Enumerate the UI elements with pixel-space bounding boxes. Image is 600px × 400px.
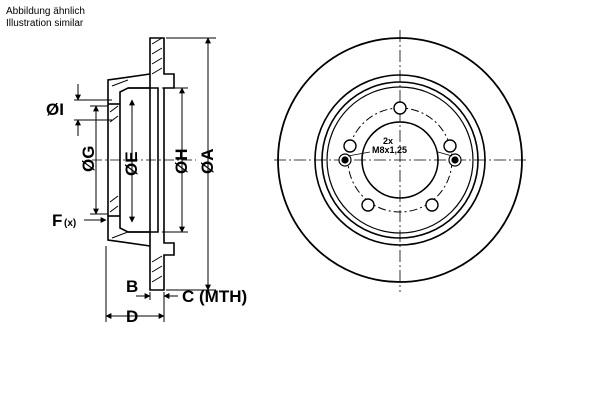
label-dim-D: D [126,307,138,326]
bolt-hole [393,101,407,115]
side-view-section [92,37,196,291]
caption-line-english: Illustration similar [6,18,84,29]
threaded-hole-core [451,156,459,164]
leader-line [437,151,453,157]
bolt-hole [361,198,375,212]
wheel-bolt-holes [343,101,457,212]
label-dim-H: ØH [172,149,191,175]
label-dim-I: ØI [46,100,64,119]
disc-friction-ring [149,37,175,291]
label-dim-C: C (MTH) [182,287,247,306]
side-labels: ØI ØG ØE ØH ØA F (x) B C (MTH) D [46,100,247,326]
leader-line [347,151,371,157]
label-dim-A: ØA [198,149,217,175]
front-view [274,30,526,292]
label-thread-count: 2x [383,136,393,146]
side-dimensions [74,37,216,322]
label-dim-G: ØG [79,146,98,172]
threaded-holes [338,153,462,167]
disc-hat-inner [128,87,159,233]
bolt-hole [343,139,357,153]
section-hatching [109,37,163,283]
bolt-hole [443,139,457,153]
threaded-hole-core [341,156,349,164]
bolt-hole [425,198,439,212]
label-dim-F-suffix: (x) [64,218,76,229]
caption: Abbildung ähnlich Illustration similar [6,6,85,30]
caption-line-german: Abbildung ähnlich [6,6,85,17]
label-dim-E: ØE [122,151,141,176]
label-thread-spec: M8x1,25 [372,145,407,155]
label-dim-F: F [52,211,62,230]
label-dim-B: B [126,277,138,296]
front-labels: 2x M8x1,25 [372,136,407,155]
